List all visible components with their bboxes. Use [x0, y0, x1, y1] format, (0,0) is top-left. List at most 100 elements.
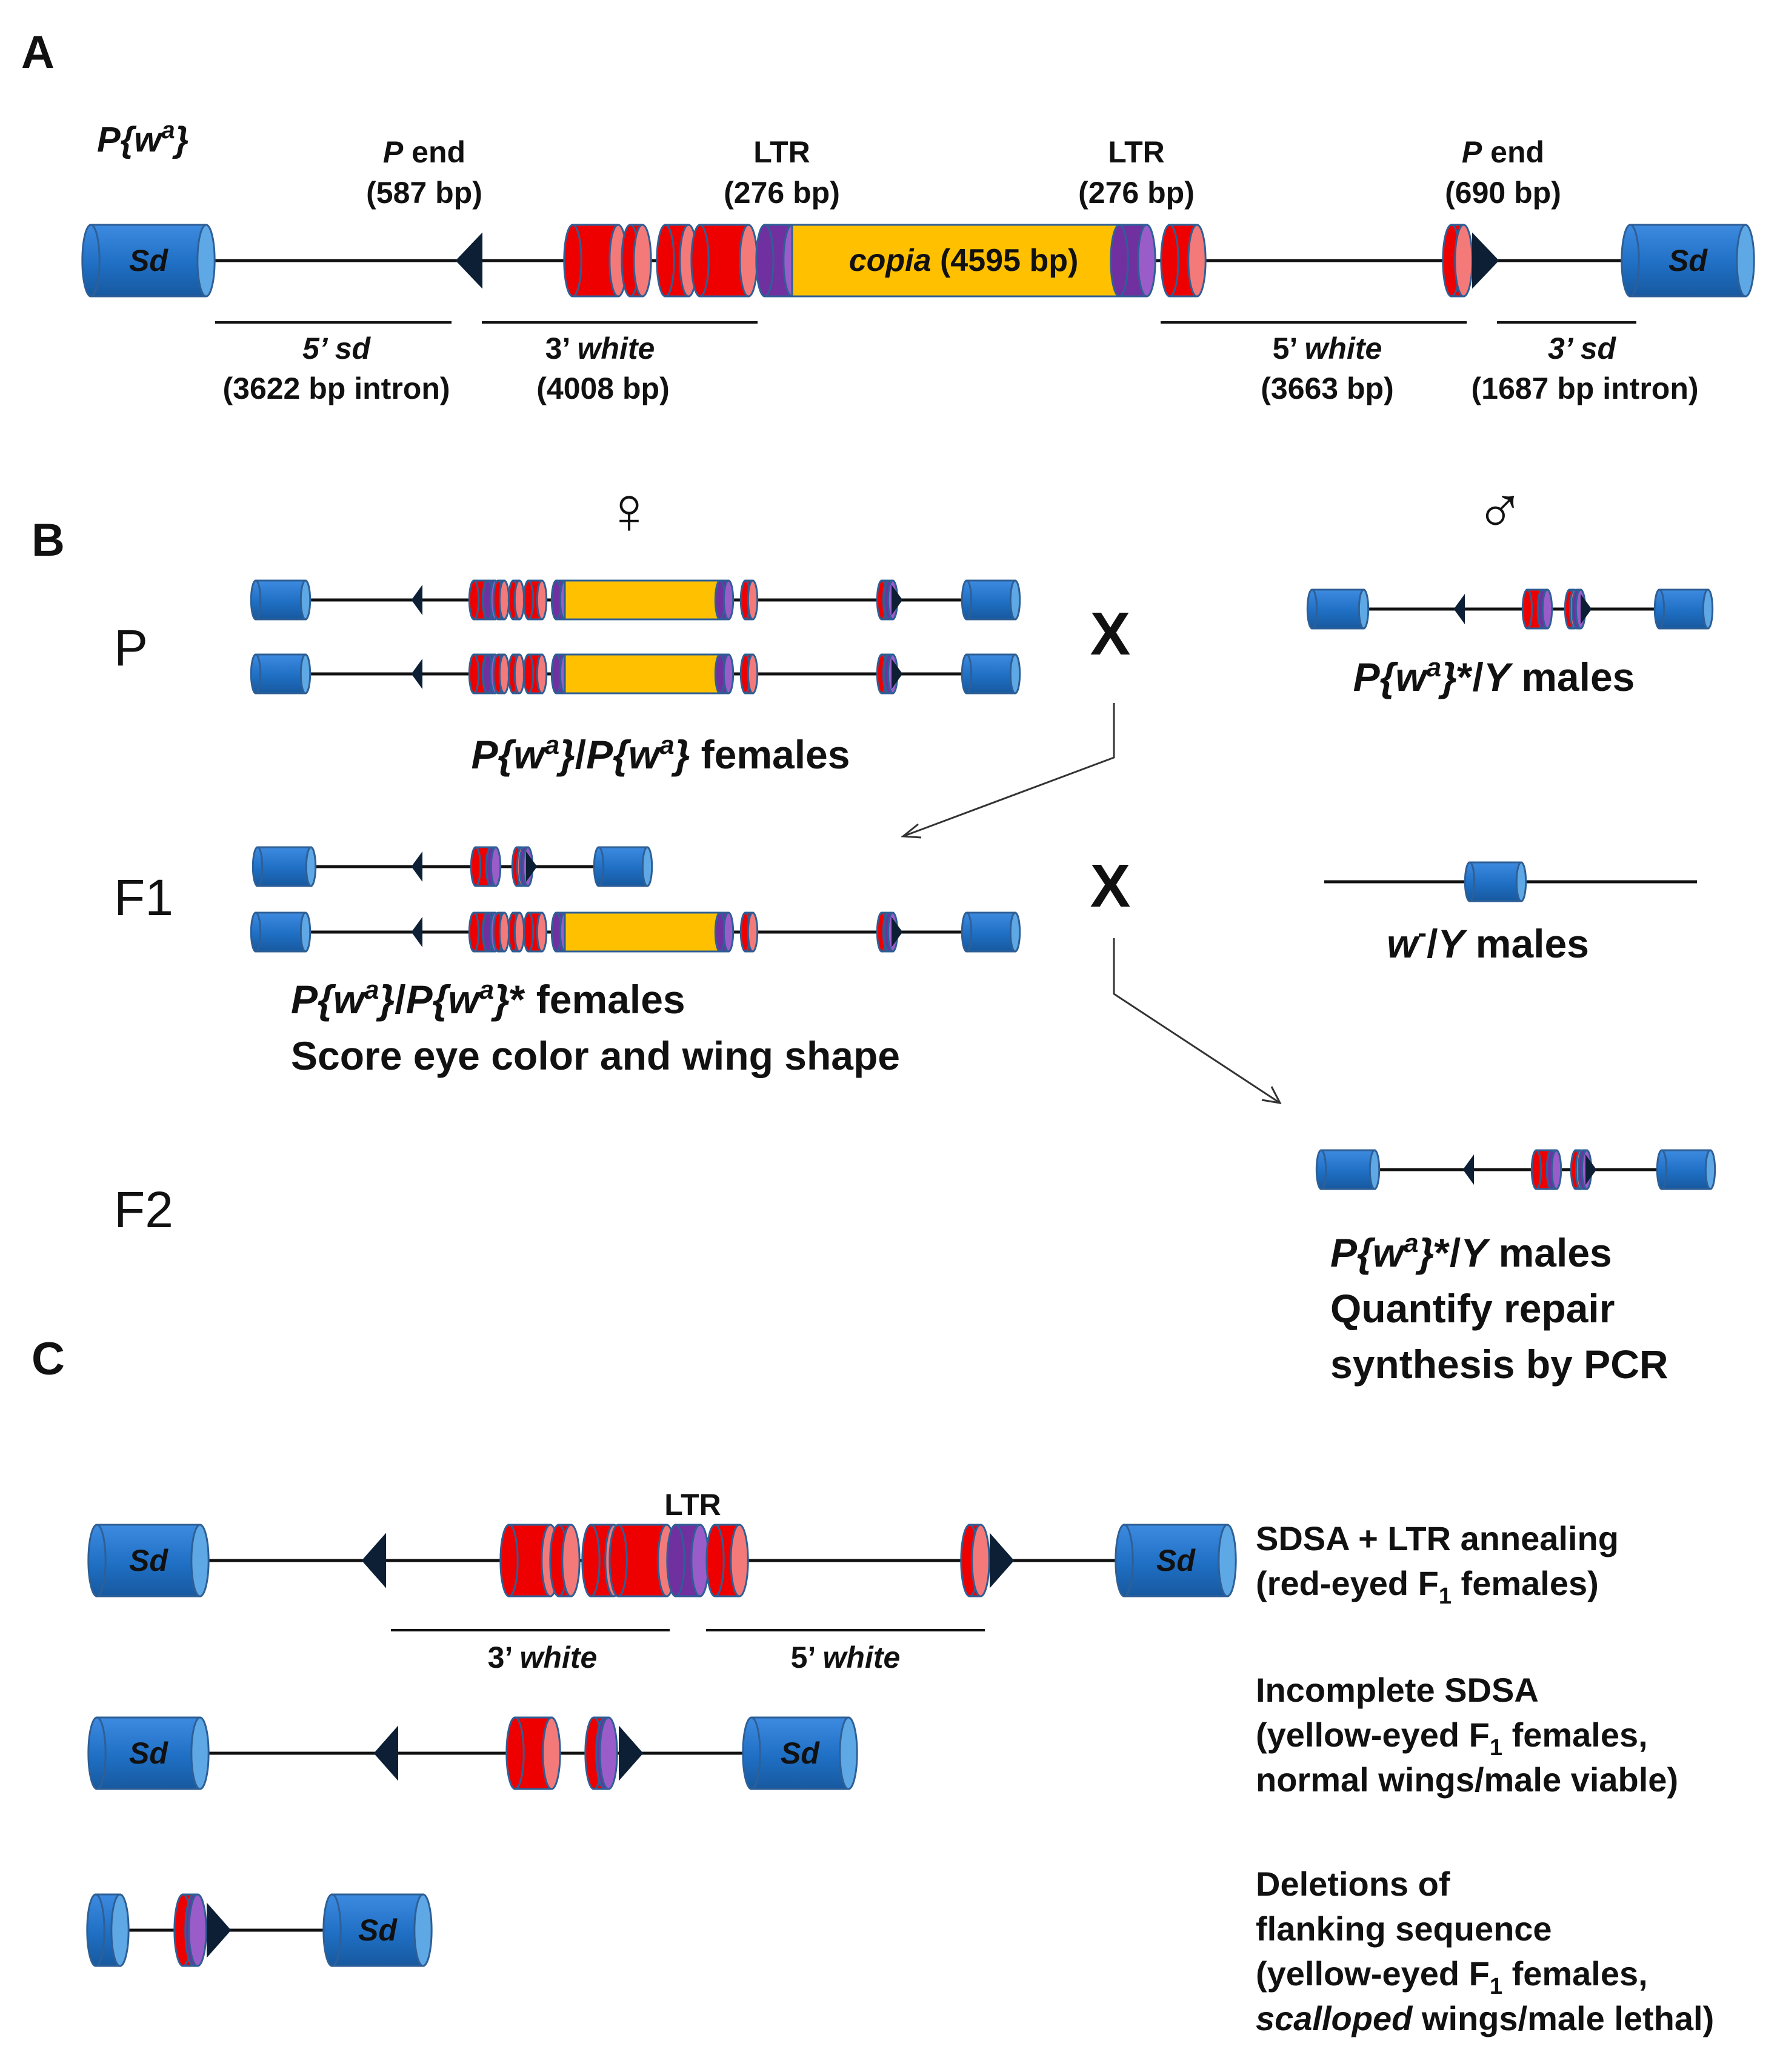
p-end-triangle [892, 584, 903, 616]
c-ltr-label: LTR [664, 1488, 721, 1522]
seg-3sd-size: (1687 bp intron) [1471, 371, 1698, 405]
seg-3white-size: (4008 bp) [536, 371, 670, 405]
ltr-left-label: LTR [753, 135, 810, 169]
p-end-triangle [1585, 1154, 1597, 1185]
copia-label: copia (4595 bp) [849, 243, 1079, 278]
sd-left-partial [86, 1893, 130, 1967]
ltr-block [595, 1716, 618, 1790]
sd-right-cylinder: Sd [1621, 224, 1755, 298]
arrow-p-to-f1 [901, 703, 1115, 839]
exon [522, 579, 548, 621]
sd-left [250, 653, 312, 695]
sd-label: Sd [1668, 244, 1708, 278]
p-end-left-size: (587 bp) [366, 176, 482, 210]
sd-left: Sd [87, 1716, 210, 1790]
sd-label: Sd [129, 1736, 168, 1770]
c-row1-line1: SDSA + LTR annealing [1256, 1519, 1619, 1557]
exon [492, 579, 510, 621]
p-females-label: P{wa}/P{wa} females [472, 730, 850, 777]
ltr-block [714, 653, 735, 695]
f1-female-chrom-1 [252, 846, 653, 887]
sd-label: Sd [781, 1736, 820, 1770]
exon-a5 [1160, 224, 1207, 298]
seg-3sd-label: 3’ sd [1548, 331, 1617, 365]
copia-block [564, 653, 721, 695]
exon [739, 579, 759, 621]
exon [505, 1716, 561, 1790]
p-male-chrom [1306, 588, 1714, 630]
seg-5white-label: 5’ white [1273, 331, 1382, 365]
sd-label: Sd [358, 1913, 398, 1947]
seg-5sd-size: (3622 bp intron) [222, 371, 450, 405]
exon [739, 653, 759, 695]
p-end-triangle [361, 1533, 386, 1588]
exon [507, 579, 525, 621]
sd-left [1306, 588, 1370, 630]
construct-a: Sd Sd [81, 224, 1755, 298]
panel-a-label: A [21, 27, 55, 78]
exon [522, 911, 548, 953]
exon [507, 911, 525, 953]
sd-label: Sd [129, 244, 168, 278]
exon [549, 1524, 581, 1597]
c-row2-construct: Sd Sd [87, 1716, 858, 1790]
p-end-triangle [1453, 593, 1465, 625]
sd-left: Sd [81, 224, 216, 298]
f1-males-label: w-/Y males [1387, 918, 1589, 966]
f2-males-label: P{wa}*/Y males [1330, 1228, 1612, 1275]
exon [705, 1524, 749, 1597]
sd-right [961, 579, 1021, 621]
cross-symbol-f1: X [1090, 852, 1131, 920]
p-end-triangle [411, 916, 422, 948]
p-end-right-label: P end [1462, 135, 1544, 169]
c-row3-line2: flanking sequence [1256, 1910, 1552, 1948]
ltr-block [485, 846, 502, 887]
f2-male-chrom [1315, 1149, 1716, 1190]
exon [608, 1524, 676, 1597]
c-row3-line4: scalloped wings/male lethal) [1256, 1999, 1714, 2037]
sd-right: Sd [742, 1716, 858, 1790]
ltr-right-label: LTR [1108, 135, 1164, 169]
ltr-block [714, 579, 735, 621]
exon [492, 911, 510, 953]
p-end-triangle [1581, 593, 1592, 625]
c-row3-line1: Deletions of [1256, 1865, 1450, 1903]
f1-female-chrom-2 [250, 911, 1021, 953]
sd-left [252, 846, 317, 887]
sd-right: Sd [322, 1893, 433, 1967]
ltr-block [184, 1893, 207, 1967]
c-seg-5white: 5’ white [791, 1641, 901, 1674]
sd-right [961, 911, 1021, 953]
exon [739, 911, 759, 953]
construct-name: P{wa} [97, 117, 188, 159]
female-symbol: ♀ [604, 473, 655, 548]
c-seg-3white: 3’ white [488, 1641, 598, 1674]
gen-f1: F1 [114, 869, 173, 926]
exon-a3 [656, 224, 698, 298]
p-female-chrom-1 [250, 579, 1021, 621]
sd-left-cylinder: Sd [81, 224, 216, 298]
c-row2-line3: normal wings/male viable) [1256, 1761, 1678, 1799]
sd [1464, 861, 1527, 902]
f1-females-label: P{wa}/P{wa}* females [291, 975, 685, 1022]
sd-left [1315, 1149, 1381, 1190]
p-end-triangle [526, 851, 538, 882]
p-end-triangle [207, 1902, 232, 1958]
exon [960, 1524, 990, 1597]
cross-symbol-p: X [1090, 600, 1131, 668]
copia-block [564, 579, 721, 621]
c-row3-line3: (yellow-eyed F1 females, [1256, 1954, 1648, 1999]
sd-right: Sd [1621, 224, 1755, 298]
c-row3-construct: Sd [86, 1893, 433, 1967]
sd-label: Sd [129, 1544, 168, 1577]
exon-a1 [563, 224, 628, 298]
p-end-triangle [1462, 1154, 1474, 1185]
p-end-left-triangle [455, 232, 482, 289]
c-row2-line2: (yellow-eyed F1 females, [1256, 1716, 1648, 1761]
ltr-right-block [1110, 224, 1156, 298]
sd-left [250, 911, 312, 953]
panel-b-label: B [32, 515, 65, 566]
sd-left [250, 579, 312, 621]
